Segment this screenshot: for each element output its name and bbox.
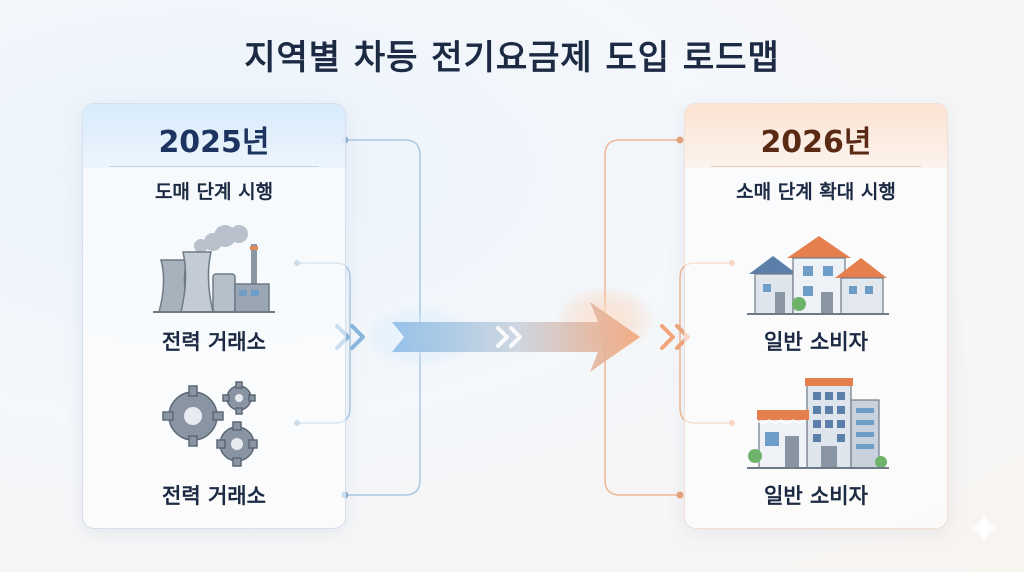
panel-year: 2025년 [158,125,270,160]
panel-stage: 소매 단계 확대 시행 [736,181,896,203]
power-plant-icon [153,225,275,313]
sparkle-icon [970,512,998,544]
big-arrow [392,302,640,372]
panel-stage: 도매 단계 시행 [154,181,274,203]
buildings-icon [747,378,889,469]
panel-header [685,104,947,168]
item-label: 일반 소비자 [764,330,868,354]
gears-icon [162,381,258,467]
panel-year: 2026년 [760,125,872,160]
panel-2025: 2025년 도매 단계 시행 전력 거래소 [82,103,346,529]
page-title: 지역별 차등 전기요금제 도입 로드맵 [244,38,780,78]
panel-header [83,104,345,168]
houses-icon [747,236,889,315]
arrow-chevrons [496,326,522,348]
header-divider [711,166,921,167]
item-label: 전력 거래소 [162,330,266,354]
item-label: 전력 거래소 [162,484,266,508]
panel-2026: 2026년 소매 단계 확대 시행 일반 소비자 [684,103,948,529]
item-label: 일반 소비자 [764,484,868,508]
header-divider [109,166,319,167]
